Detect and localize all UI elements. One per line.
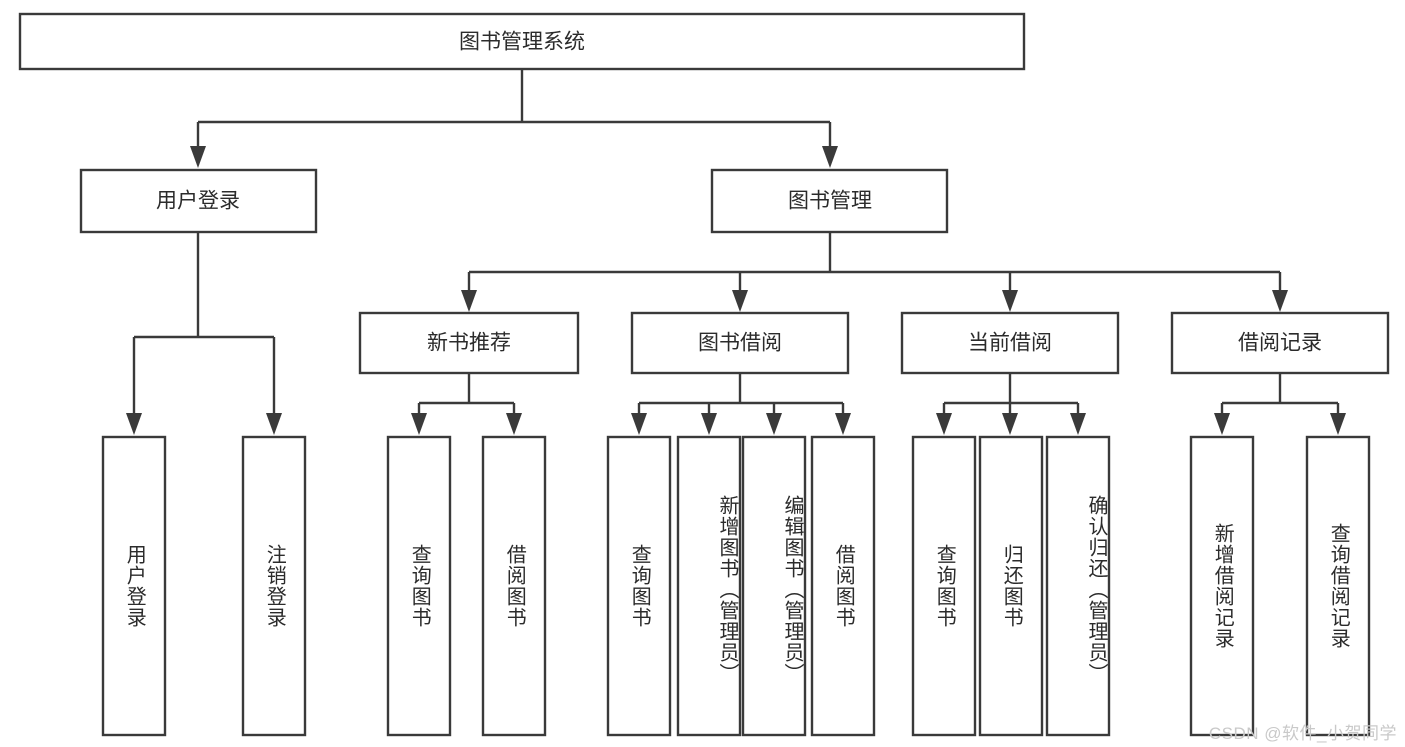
arrow-head-borrow-record bbox=[1272, 290, 1288, 312]
node-box-leaf-query-record[interactable] bbox=[1305, 435, 1371, 737]
connector-book-management-to-level3 bbox=[461, 232, 1288, 312]
node-book-management[interactable]: 图书管理 bbox=[710, 168, 949, 234]
arrow-head-leaf-confirm-return bbox=[1070, 413, 1086, 435]
node-box-current-borrow[interactable] bbox=[900, 311, 1120, 375]
node-current-borrow[interactable]: 当前借阅 bbox=[900, 311, 1120, 375]
arrow-head-leaf-borrow-book-2 bbox=[835, 413, 851, 435]
node-book-management-system[interactable]: 图书管理系统 bbox=[18, 12, 1026, 71]
arrow-head-leaf-query-book-2 bbox=[631, 413, 647, 435]
node-label-book-management: 图书管理 bbox=[788, 190, 872, 213]
connector-new-book-recommend-to-leaves bbox=[411, 373, 522, 435]
node-book-borrow[interactable]: 图书借阅 bbox=[630, 311, 850, 375]
arrow-head-leaf-query-record bbox=[1330, 413, 1346, 435]
node-label-new-book-recommend: 新书推荐 bbox=[427, 332, 511, 355]
node-box-leaf-borrow-book-2[interactable] bbox=[810, 435, 876, 737]
node-new-book-recommend[interactable]: 新书推荐 bbox=[358, 311, 580, 375]
arrow-head-leaf-logout-login bbox=[266, 413, 282, 435]
node-label-current-borrow: 当前借阅 bbox=[968, 332, 1052, 355]
node-label-book-borrow: 图书借阅 bbox=[698, 332, 782, 355]
node-box-leaf-user-login[interactable] bbox=[101, 435, 167, 737]
leaf-boxes bbox=[101, 435, 1371, 737]
arrow-head-book-management bbox=[822, 146, 838, 168]
arrow-head-leaf-query-book-3 bbox=[936, 413, 952, 435]
arrow-head-book-borrow bbox=[732, 290, 748, 312]
node-box-leaf-query-book-2[interactable] bbox=[606, 435, 672, 737]
arrow-head-leaf-query-book-1 bbox=[411, 413, 427, 435]
csdn-watermark: CSDN @软件_小贺同学 bbox=[1208, 724, 1397, 743]
connector-user-login-to-leaves bbox=[126, 232, 282, 435]
connector-root-to-level2 bbox=[190, 69, 838, 168]
arrow-head-leaf-return-book bbox=[1002, 413, 1018, 435]
node-user-login[interactable]: 用户登录 bbox=[79, 168, 318, 234]
arrow-head-user-login bbox=[190, 146, 206, 168]
node-box-leaf-return-book[interactable] bbox=[978, 435, 1044, 737]
arrow-head-leaf-borrow-book-1 bbox=[506, 413, 522, 435]
arrow-head-leaf-add-book bbox=[701, 413, 717, 435]
connector-borrow-record-to-leaves bbox=[1214, 373, 1346, 435]
node-box-book-management[interactable] bbox=[710, 168, 949, 234]
node-box-user-login[interactable] bbox=[79, 168, 318, 234]
node-box-book-borrow[interactable] bbox=[630, 311, 850, 375]
arrow-head-leaf-edit-book bbox=[766, 413, 782, 435]
node-box-new-book-recommend[interactable] bbox=[358, 311, 580, 375]
node-box-leaf-query-book-3[interactable] bbox=[911, 435, 977, 737]
node-box-leaf-add-book[interactable] bbox=[676, 435, 742, 737]
node-box-borrow-record[interactable] bbox=[1170, 311, 1390, 375]
node-box-leaf-query-book-1[interactable] bbox=[386, 435, 452, 737]
node-box-leaf-add-record[interactable] bbox=[1189, 435, 1255, 737]
arrow-head-current-borrow bbox=[1002, 290, 1018, 312]
node-label-title: 图书管理系统 bbox=[459, 31, 585, 54]
arrow-head-leaf-add-record bbox=[1214, 413, 1230, 435]
node-box-title[interactable] bbox=[18, 12, 1026, 71]
node-borrow-record[interactable]: 借阅记录 bbox=[1170, 311, 1390, 375]
node-box-leaf-borrow-book-1[interactable] bbox=[481, 435, 547, 737]
node-box-leaf-confirm-return[interactable] bbox=[1045, 435, 1111, 737]
connector-book-borrow-to-leaves bbox=[631, 373, 851, 435]
arrow-head-leaf-user-login bbox=[126, 413, 142, 435]
node-label-user-login: 用户登录 bbox=[156, 190, 240, 213]
node-box-leaf-logout-login[interactable] bbox=[241, 435, 307, 737]
node-box-leaf-edit-book[interactable] bbox=[741, 435, 807, 737]
connector-current-borrow-to-leaves bbox=[936, 373, 1086, 435]
node-label-borrow-record: 借阅记录 bbox=[1238, 332, 1322, 355]
arrow-head-new-book-recommend bbox=[461, 290, 477, 312]
